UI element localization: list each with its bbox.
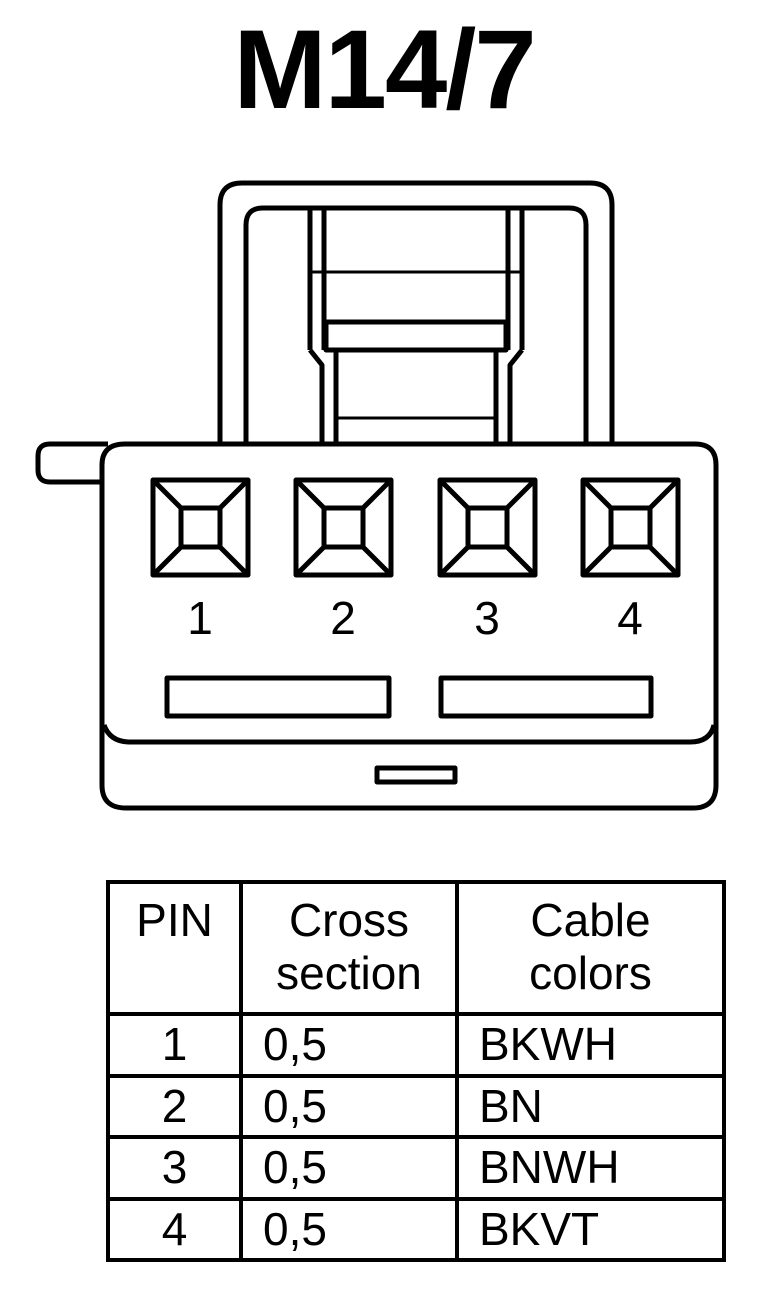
row-pin: 2 [106,1073,243,1139]
connector-title: M14/7 [233,7,536,132]
header-cross-section-line-2: section [276,946,422,999]
row-cross-section: 0,5 [239,1196,459,1262]
row-cross-section: 0,5 [239,1012,459,1078]
pin-label-4: 4 [617,592,643,644]
key-slot [374,765,458,785]
body-ledge [101,724,717,745]
row-cross-section: 0,5 [239,1135,459,1201]
header-cross-section: Cross section [239,880,459,1016]
row-pin: 1 [106,1012,243,1078]
latch [217,180,615,444]
header-pin: PIN [106,880,243,1016]
table-row: 1 0,5 BKWH [106,1012,726,1078]
table-row: 4 0,5 BKVT [106,1196,726,1262]
table-row: 2 0,5 BN [106,1073,726,1139]
pin-table: PIN Cross section Cable colors 1 0,5 BKW… [106,880,726,1262]
row-pin: 4 [106,1196,243,1262]
row-cable-color: BKWH [455,1012,726,1078]
header-cable-colors-line-2: colors [529,946,652,999]
connector-drawing: 1 2 3 4 [35,180,719,811]
lower-slot-right [438,675,654,719]
header-cable-colors-line-1: Cable [530,894,651,946]
row-cross-section: 0,5 [239,1073,459,1139]
pin-cavity-3 [437,477,538,578]
row-cable-color: BKVT [455,1196,726,1262]
pin-cavities [150,477,681,578]
connector-body [99,441,719,811]
pin-cavity-2 [293,477,394,578]
row-pin: 3 [106,1135,243,1201]
pin-label-3: 3 [474,592,500,644]
header-pin-label: PIN [136,894,213,946]
row-cable-color: BNWH [455,1135,726,1201]
header-cable-colors: Cable colors [455,880,726,1016]
row-cable-color: BN [455,1073,726,1139]
header-cross-section-line-1: Cross [288,894,410,946]
table-row: 3 0,5 BNWH [106,1135,726,1201]
pin-cavity-4 [580,477,681,578]
pin-cavity-1 [150,477,251,578]
lower-slot-left [164,675,392,719]
side-tab [35,441,108,485]
pin-label-1: 1 [187,592,213,644]
pin-table-header: PIN Cross section Cable colors [106,880,726,1016]
pin-label-2: 2 [330,592,356,644]
